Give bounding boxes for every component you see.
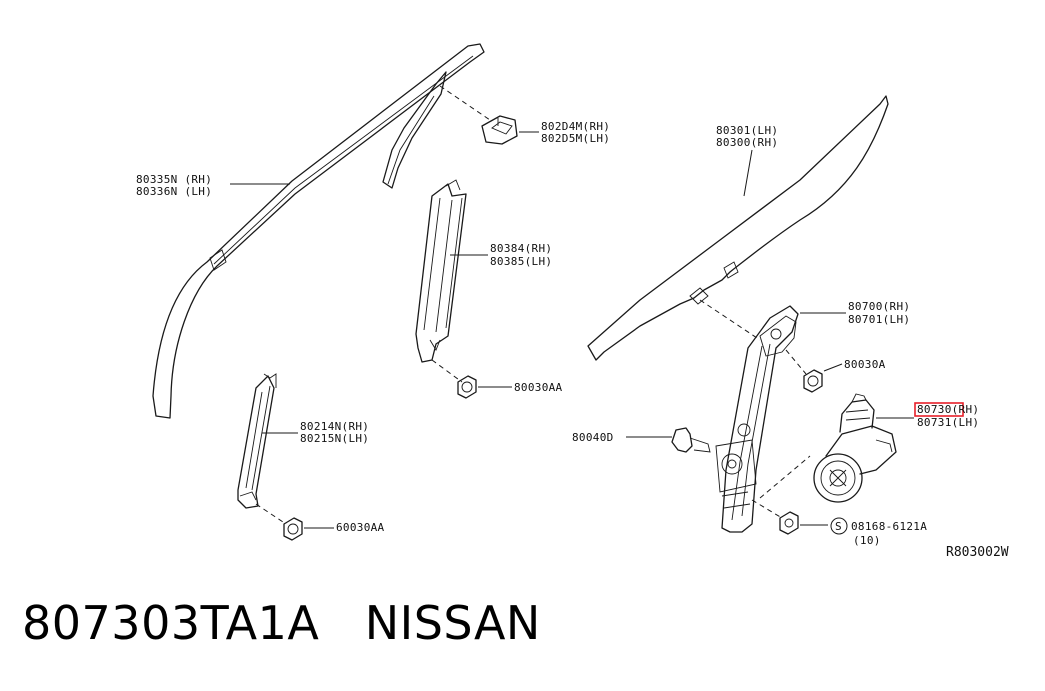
grommet-part <box>671 427 711 453</box>
label-80385: 80385(LH) <box>490 255 552 268</box>
dashed-guide <box>759 455 811 499</box>
label-80040d: 80040D <box>572 431 614 444</box>
highlight-box <box>914 402 964 417</box>
label-80730: 80730(RH) <box>917 403 979 416</box>
label-screw-symbol: S <box>835 520 842 533</box>
molding-clip-part <box>481 115 518 145</box>
label-80700: 80700(RH) <box>848 300 910 313</box>
label-60030aa: 60030AA <box>336 521 385 534</box>
label-80730-part: 80730 <box>917 403 952 416</box>
leader-line <box>823 363 843 372</box>
label-80384: 80384(RH) <box>490 242 552 255</box>
dashed-guide <box>255 503 287 525</box>
label-80214n: 80214N(RH) <box>300 420 369 433</box>
diagram-code: R803002W <box>946 545 1009 560</box>
label-80701: 80701(LH) <box>848 313 910 326</box>
label-802d4m: 802D4M(RH) <box>541 120 610 133</box>
label-80336n: 80336N (LH) <box>136 185 212 198</box>
label-80215n: 80215N(LH) <box>300 432 369 445</box>
bolt-80030aa-part <box>457 375 477 399</box>
label-80030aa: 80030AA <box>514 381 563 394</box>
outer-molding-part <box>152 43 485 419</box>
label-80301: 80301(LH) <box>716 124 778 137</box>
bolt-60030aa-part <box>283 517 303 541</box>
brand-name: NISSAN <box>364 596 541 650</box>
label-802d5m: 802D5M(LH) <box>541 132 610 145</box>
label-screw-qty: (10) <box>853 534 881 547</box>
label-80730-side: (RH) <box>952 403 980 416</box>
label-80731: 80731(LH) <box>917 416 979 429</box>
dashed-guide <box>699 299 761 341</box>
footer-title: 807303TA1A NISSAN <box>22 596 541 650</box>
window-motor-part <box>813 393 897 503</box>
window-regulator-part <box>715 305 799 533</box>
part-number: 807303TA1A <box>22 596 320 650</box>
rear-sash-part <box>237 373 277 509</box>
screw-part <box>779 511 799 535</box>
inner-molding-part <box>382 71 447 189</box>
leader-line <box>743 149 753 197</box>
dashed-guide <box>751 499 783 519</box>
bolt-80030a-part <box>803 369 823 393</box>
door-glass-part <box>587 95 889 361</box>
screw-symbol-circle <box>830 517 848 535</box>
label-08168-6121a: 08168-6121A <box>851 520 927 533</box>
dashed-guide <box>785 349 807 375</box>
dashed-guide <box>439 85 491 121</box>
dashed-guide <box>431 359 463 383</box>
label-80335n: 80335N (RH) <box>136 173 212 186</box>
label-80030a: 80030A <box>844 358 886 371</box>
front-sash-part <box>415 179 467 363</box>
label-80300: 80300(RH) <box>716 136 778 149</box>
